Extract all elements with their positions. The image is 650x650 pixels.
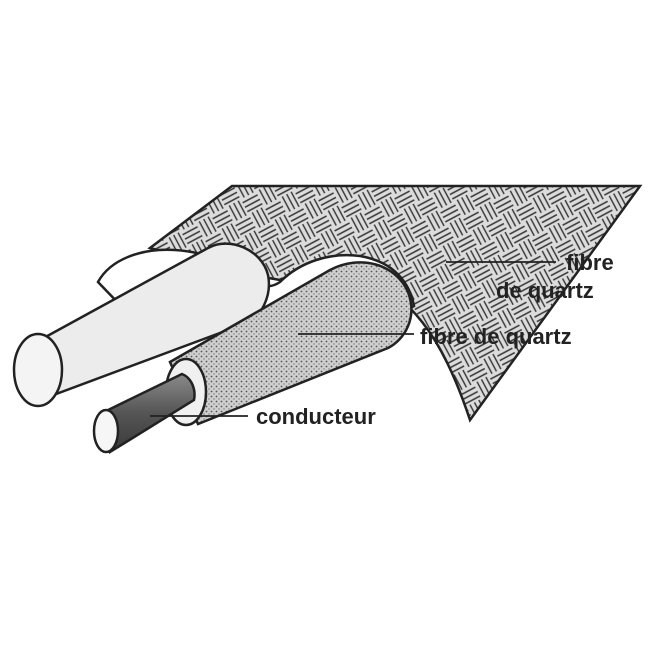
- leader-lines: [150, 261, 556, 417]
- label-outer-braid-line1: fibre: [566, 250, 614, 275]
- label-inner-insulation: fibre de quartz: [420, 324, 572, 349]
- left-wire-end-face: [12, 332, 64, 408]
- label-outer-braid-line2: de quartz: [496, 278, 594, 303]
- label-conductor: conducteur: [256, 404, 376, 429]
- conductor-end-face: [92, 408, 120, 454]
- conductor-core: [92, 372, 196, 455]
